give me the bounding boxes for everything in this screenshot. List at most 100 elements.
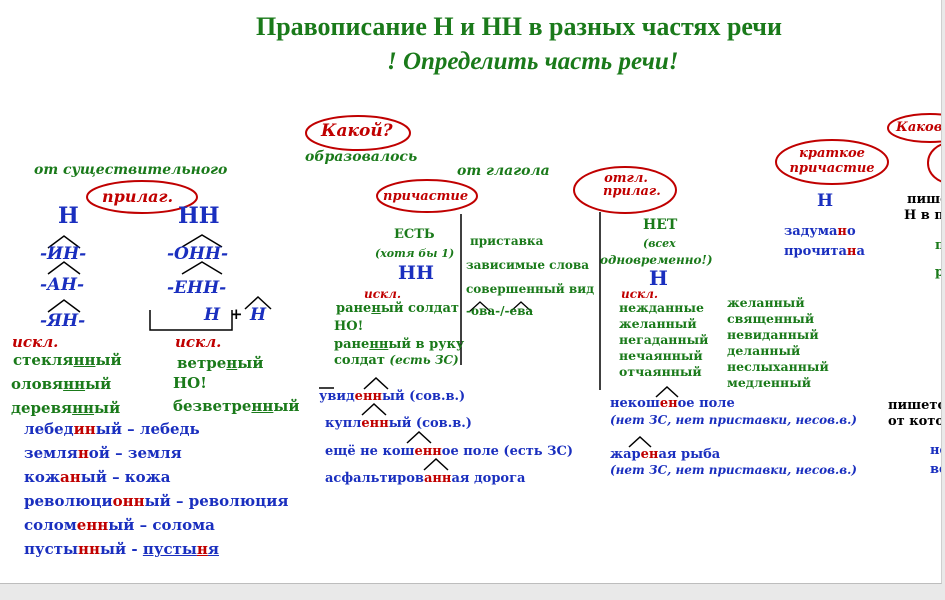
- vl-item: нечаянный: [619, 348, 703, 363]
- adj-nn-label: НН: [178, 203, 220, 229]
- vr-item: деланный: [727, 343, 801, 358]
- oval-short-participle-label: краткое причастие: [789, 146, 875, 176]
- n-plus-left: Н: [204, 305, 221, 325]
- vl-item: желанный: [619, 316, 697, 331]
- oval-verbal-adj: [573, 166, 677, 214]
- right-partial-2: Н в по: [904, 208, 941, 223]
- label-from-verb: от глагола: [457, 163, 550, 179]
- participle-example-4: асфальтированная дорога: [325, 471, 526, 486]
- short-participle-n: Н: [817, 191, 834, 211]
- excl-right-1: ветреный: [177, 354, 264, 372]
- roof-onn: [181, 234, 223, 248]
- adj-example-6: пустынный - пустыня: [24, 540, 219, 558]
- adj-example-2: земляной – земля: [24, 444, 182, 462]
- adj-example-4: революционный – революция: [24, 492, 289, 510]
- roof-n-right: [244, 295, 272, 310]
- vl-item: отчаянный: [619, 364, 702, 379]
- vr-item: невиданный: [727, 327, 819, 342]
- excl-left-2: оловянный: [11, 375, 112, 393]
- oval-kakov: [887, 113, 941, 143]
- participle-excl-2: раненный в руку: [334, 337, 465, 352]
- verbal-adj-vseh-1: (всех: [643, 237, 676, 250]
- roof-eva: [509, 301, 533, 313]
- label-obrazovalos: образовалось: [305, 149, 418, 165]
- plus-sign: +: [230, 305, 243, 323]
- excl-left-3: деревянный: [11, 399, 121, 417]
- verbal-adj-iskl: искл.: [621, 287, 659, 301]
- verbal-adj-list-right: желанный священный невиданный деланный н…: [727, 295, 829, 391]
- bracket: [149, 310, 233, 331]
- participle-example-2: купленный (сов.в.): [325, 416, 472, 431]
- participle-est: ЕСТЬ: [394, 227, 435, 242]
- vl-item: нежданные: [619, 300, 704, 315]
- roof-an: [47, 261, 81, 275]
- vl-item: негаданный: [619, 332, 709, 347]
- page-subtitle: ! Определить часть речи!: [387, 48, 679, 75]
- excl-left-1: стеклянный: [13, 351, 122, 369]
- diagram-lines: [47, 113, 941, 471]
- oval-adj-label: прилаг.: [102, 187, 174, 206]
- oval-verbal-adj-label: отгл. прилаг.: [603, 171, 661, 199]
- suffix-onn: -ОНН-: [167, 244, 229, 264]
- verbal-adj-net: НЕТ: [643, 217, 678, 233]
- participle-example-3: ещё не кошенное поле (есть ЗС): [325, 444, 574, 459]
- oval-kakoy: [305, 115, 411, 151]
- roof-ex4: [423, 457, 449, 471]
- participle-iskl: искл.: [364, 287, 402, 301]
- roof-enn: [181, 261, 223, 275]
- suffix-in: -ИН-: [40, 244, 87, 264]
- roof-ex3: [406, 430, 432, 444]
- oval-participle-label: причастие: [383, 189, 469, 204]
- slide: Правописание Н и НН в разных частях речи…: [0, 0, 942, 584]
- roof-yan: [47, 299, 81, 313]
- vr-item: священный: [727, 311, 815, 326]
- vr-item: медленный: [727, 375, 812, 390]
- participle-hotya: (хотя бы 1): [375, 247, 455, 260]
- right-partial-3: п: [935, 239, 941, 252]
- suffix-enn: -ЕНН-: [167, 278, 227, 298]
- roof-ex1: [363, 376, 389, 390]
- adj-example-1: лебединый – лебедь: [24, 420, 200, 438]
- suffix-yan: -ЯН-: [40, 311, 86, 331]
- roof-ova: [468, 301, 492, 313]
- label-kakov: Каков: [896, 120, 942, 135]
- verbal-adj-list-left: нежданные желанный негаданный нечаянный …: [619, 300, 708, 380]
- roof-in: [47, 235, 81, 249]
- participle-no: НО!: [334, 319, 364, 334]
- cond-dependent: зависимые слова: [466, 258, 590, 272]
- participle-excl-2b: солдат (есть ЗС): [334, 353, 459, 368]
- participle-nn: НН: [398, 262, 434, 284]
- oval-short-participle: [775, 139, 889, 185]
- short-participle-example-2: прочитана: [784, 244, 865, 259]
- iskl-left: искл.: [12, 333, 59, 351]
- roof-ex2: [361, 402, 387, 416]
- right-partial-8: ве: [930, 462, 941, 477]
- vr-item: неслыханный: [727, 359, 829, 374]
- vr-item: желанный: [727, 295, 805, 310]
- oval-participle: [376, 179, 478, 213]
- page-title: Правописание Н и НН в разных частях речи: [256, 12, 782, 41]
- right-partial-4: р: [935, 266, 941, 279]
- n-plus-right: Н: [250, 305, 267, 325]
- short-participle-example-1: задумано: [784, 224, 856, 239]
- oval-adj: [86, 180, 198, 214]
- participle-excl-1: раненый солдат: [336, 301, 459, 316]
- right-partial-6: от кото: [888, 414, 942, 429]
- right-partial-1: пише: [907, 192, 941, 207]
- verbal-adj-n: Н: [649, 266, 668, 290]
- roof-vex1: [655, 385, 679, 398]
- adj-n-label: Н: [58, 203, 79, 229]
- oval-right-partial: [927, 143, 941, 183]
- verbal-adj-example-2: жареная рыба: [610, 447, 721, 462]
- cond-perfective: совершенный вид: [466, 282, 595, 296]
- question-kakoy: Какой?: [321, 121, 393, 141]
- verbal-adj-vseh-2: одновременно!): [600, 253, 713, 267]
- adj-example-3: кожаный – кожа: [24, 468, 171, 486]
- cond-prefix: приставка: [470, 234, 544, 248]
- right-partial-7: не: [930, 443, 941, 458]
- right-partial-5: пишето: [888, 398, 942, 413]
- verbal-adj-example-1: некошеное поле: [610, 396, 735, 411]
- verbal-adj-note-1: (нет ЗС, нет приставки, несов.в.): [610, 413, 857, 427]
- roof-vex2: [628, 435, 652, 448]
- participle-example-1: увиденный (сов.в.): [319, 389, 466, 404]
